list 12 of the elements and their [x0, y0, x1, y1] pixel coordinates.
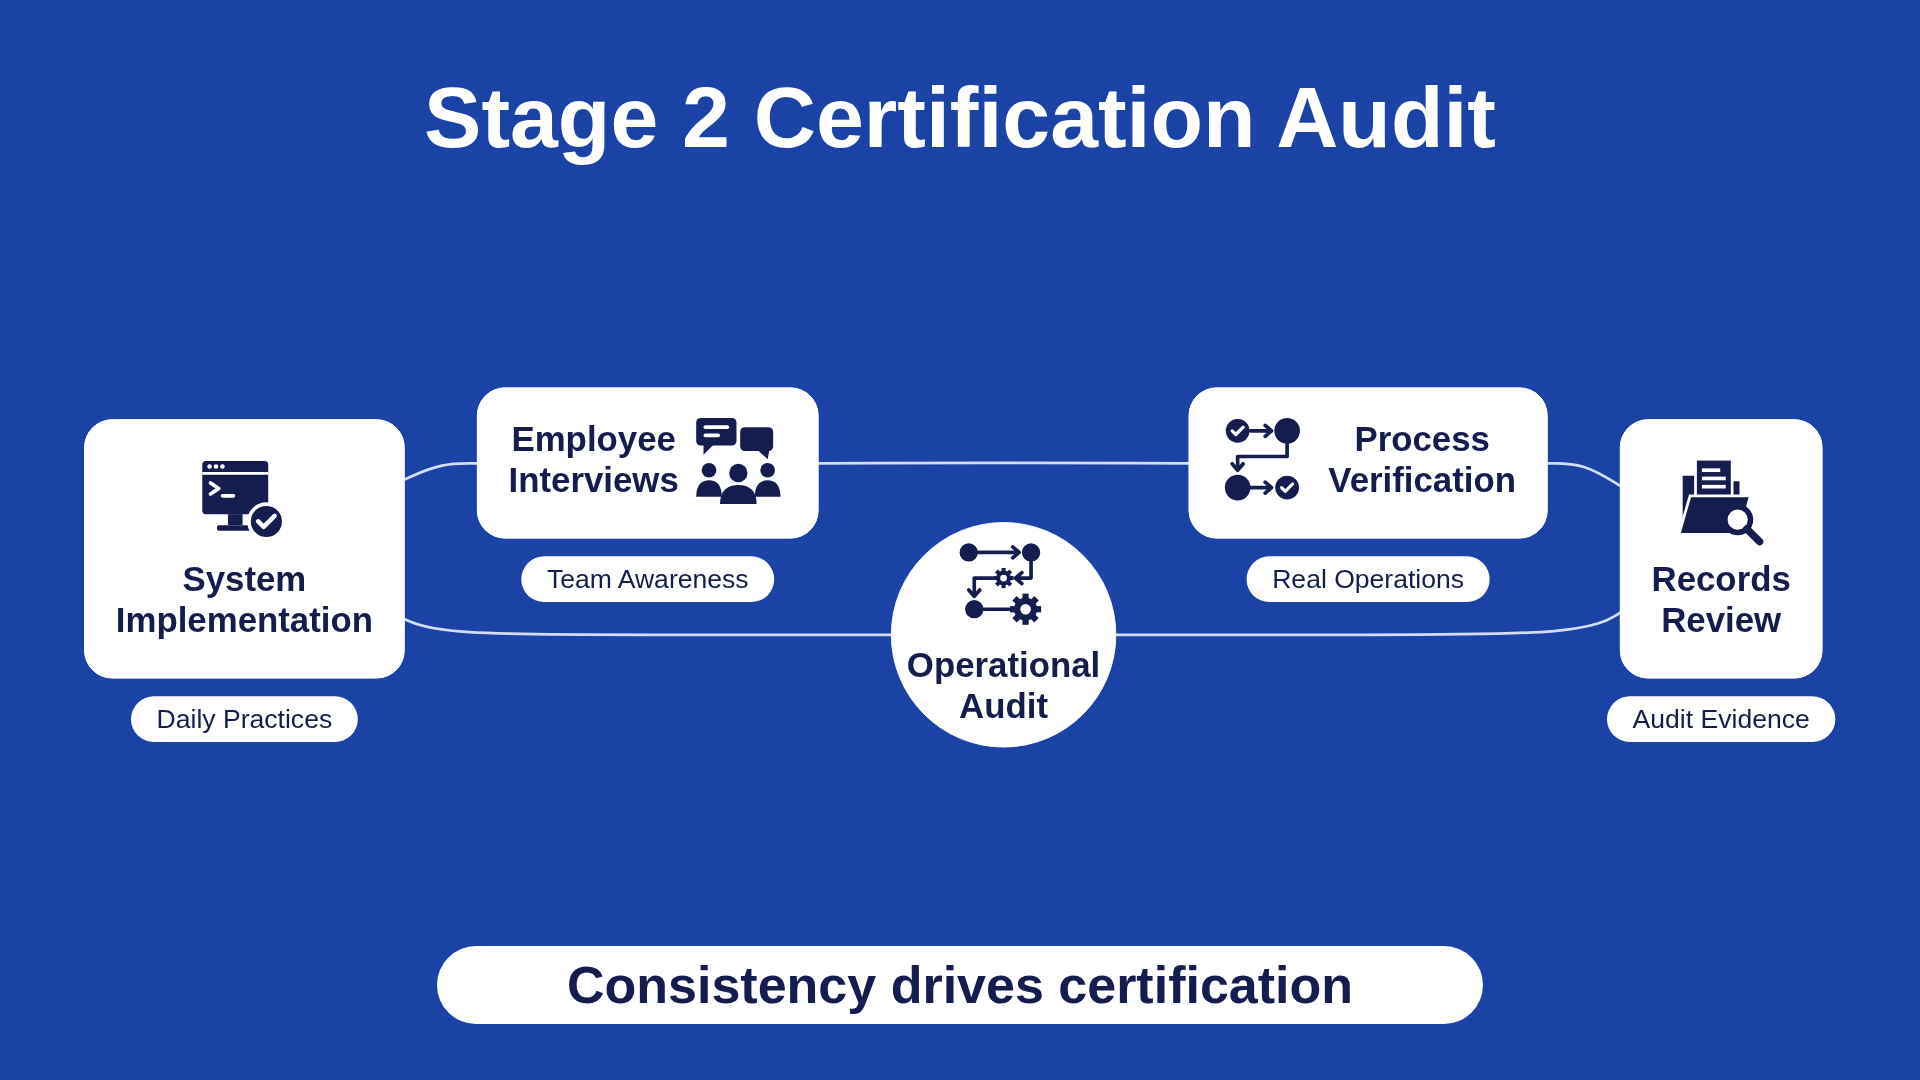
caption-pill: Audit Evidence [1607, 696, 1836, 743]
connector [1115, 611, 1622, 637]
caption-pill: Real Operations [1246, 556, 1490, 603]
connector [404, 617, 892, 637]
caption-pill: Daily Practices [131, 696, 358, 743]
diagram-title: Stage 2 Certification Audit [424, 70, 1496, 165]
connector [1547, 461, 1622, 488]
caption-banner: Consistency drives certification [437, 946, 1483, 1025]
connector [818, 461, 1190, 465]
connector [404, 461, 478, 481]
caption-pill: Team Awareness [521, 556, 775, 603]
node-circle: Operational Audit [890, 522, 1117, 748]
